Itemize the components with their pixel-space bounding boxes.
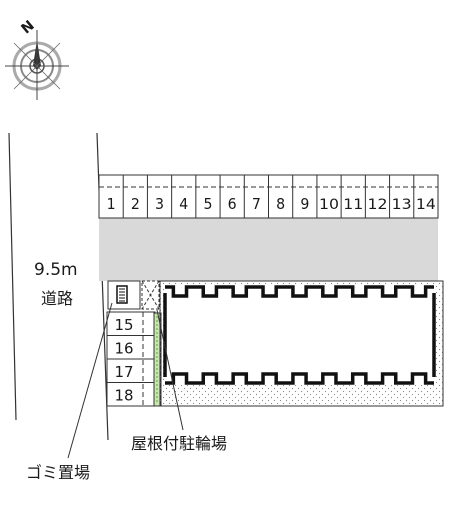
road-name-label: 道路 (41, 289, 74, 308)
road-edge-left (8, 132, 17, 421)
garbage-area-label: ゴミ置場 (26, 463, 91, 482)
parking-space-number: 16 (115, 339, 134, 357)
bicycle-parking-label: 屋根付駐輪場 (131, 434, 228, 453)
parking-space-number: 6 (228, 195, 237, 213)
parking-space-number: 18 (115, 386, 134, 404)
building-wall-bottom (165, 372, 434, 385)
parking-space-number: 10 (319, 197, 339, 213)
building-wall-top (165, 285, 434, 298)
parking-space-number: 15 (115, 316, 134, 334)
road-width-label: 9.5m (34, 260, 78, 280)
parking-space-number: 2 (131, 195, 140, 213)
compass-rose-icon: N (5, 18, 69, 100)
parking-space-number: 4 (179, 195, 188, 213)
parking-space-number: 14 (416, 197, 436, 213)
bicycle-leader-line (156, 309, 184, 431)
parking-space-number: 3 (155, 195, 164, 213)
garbage-leader-line (67, 302, 113, 459)
parking-space-number: 5 (203, 195, 212, 213)
parking-space-number: 12 (367, 197, 387, 213)
parking-space-number: 8 (276, 195, 285, 213)
building-footprint (164, 285, 436, 385)
north-label: N (18, 18, 37, 38)
parking-spaces-side: 15 16 17 18 (107, 312, 155, 406)
parking-space-number: 1 (107, 195, 116, 213)
parking-space-number: 11 (343, 197, 363, 213)
parking-space-number: 17 (115, 363, 134, 381)
parking-space-number: 13 (392, 197, 412, 213)
parking-space-number: 9 (300, 195, 309, 213)
parking-space-number: 7 (252, 195, 261, 213)
